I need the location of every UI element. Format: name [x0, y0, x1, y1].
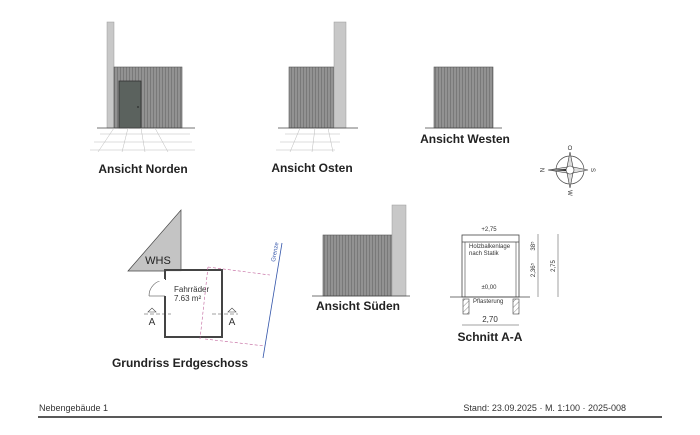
beam-note: Holzbalkenlage: [469, 244, 511, 250]
paving-label: Pflasterung: [473, 299, 503, 305]
svg-text:A: A: [149, 317, 156, 328]
property-boundary: [262, 242, 283, 359]
view-south: Ansicht Süden: [312, 204, 410, 313]
beam-note-2: nach Statik: [469, 251, 500, 257]
svg-text:A: A: [229, 317, 236, 328]
compass-icon: O S W N: [538, 146, 595, 196]
neighbor-house: [127, 209, 182, 272]
view-north: Ansicht Norden: [90, 21, 195, 176]
compass-west: W: [566, 190, 572, 196]
footer-project: Nebengebäude 1: [39, 403, 108, 413]
section-marker-left: A: [144, 307, 171, 328]
paving: [90, 127, 195, 153]
view-north-label: Ansicht Norden: [98, 162, 187, 176]
view-east: Ansicht Osten: [271, 21, 358, 175]
view-west-label: Ansicht Westen: [420, 132, 510, 146]
dim-total: 2,75: [551, 260, 557, 272]
section-marker-right: A: [212, 307, 238, 328]
dim-roof: 38⁵: [530, 241, 537, 251]
plan-title: Grundriss Erdgeschoss: [112, 356, 248, 370]
dim-clear: 2,36⁵: [530, 262, 537, 277]
level-floor: ±0,00: [482, 285, 498, 291]
neighbor-wall: [106, 21, 115, 129]
setback-lines: [199, 266, 271, 347]
room-area: 7.63 m²: [174, 294, 201, 303]
compass-east: O: [568, 146, 573, 152]
view-east-label: Ansicht Osten: [271, 161, 352, 175]
compass-south: S: [589, 168, 595, 172]
view-south-label: Ansicht Süden: [316, 299, 400, 313]
compass-north: N: [538, 168, 544, 172]
dim-width: 2,70: [482, 315, 498, 324]
neighbor-wall: [333, 21, 347, 129]
footer-stamp: Stand: 23.09.2025 · M. 1:100 · 2025-008: [463, 403, 626, 413]
view-west: Ansicht Westen: [420, 66, 510, 146]
neighbor-label: WHS: [145, 255, 171, 267]
boundary-label: Grenze: [271, 241, 280, 262]
room-name: Fahrräder: [174, 285, 209, 294]
section-a-a: +2,75 Holzbalkenlage nach Statik ±0,00 P…: [450, 227, 559, 344]
door-swing: [148, 279, 166, 297]
door: [118, 80, 142, 129]
floor-plan: WHS Fahrräder 7.63 m² Grenze A A Grundri…: [112, 209, 283, 370]
level-top: +2,75: [481, 227, 497, 233]
section-title: Schnitt A-A: [458, 330, 523, 344]
